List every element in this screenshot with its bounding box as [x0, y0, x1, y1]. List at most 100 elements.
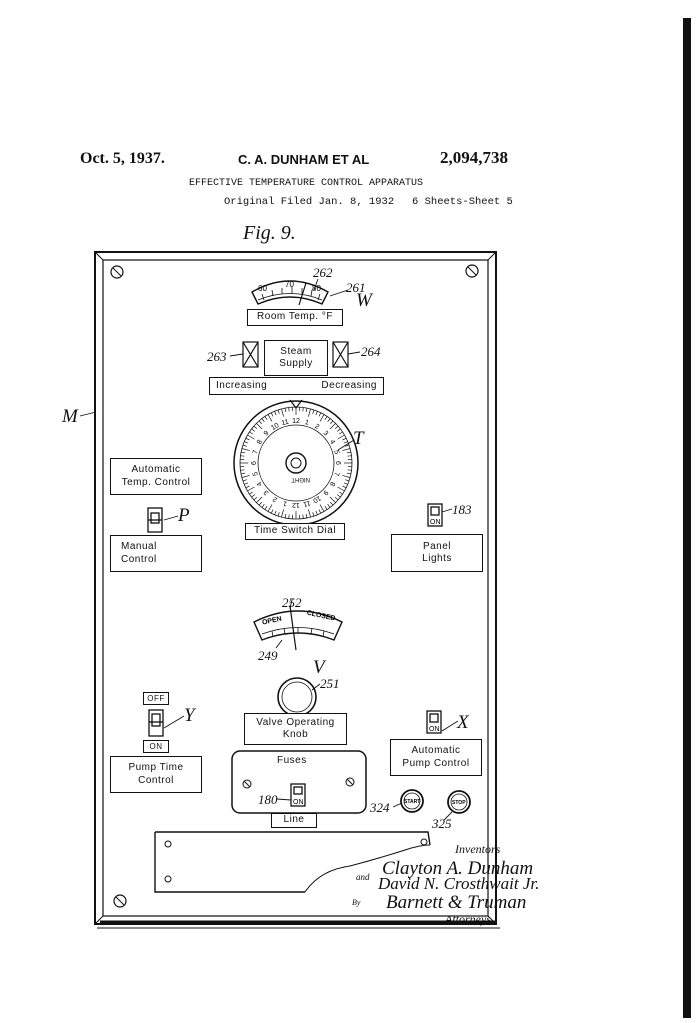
- manual-control-box: Manual Control: [110, 535, 202, 572]
- dial-tick: [343, 482, 348, 485]
- dial-tick: [334, 497, 339, 501]
- dial-tick: [258, 420, 262, 425]
- dial-hour-number: 2: [313, 423, 320, 431]
- dial-tick: [329, 496, 336, 503]
- pump-control-toggle-switch[interactable]: [426, 710, 442, 734]
- patent-filed-date: Original Filed Jan. 8, 1932: [224, 196, 395, 208]
- ref-Y: Y: [184, 705, 195, 726]
- dial-tick: [342, 485, 347, 489]
- dial-tick: [302, 407, 304, 412]
- panel-lights-toggle-switch[interactable]: [427, 503, 443, 527]
- dial-hour-number: 8: [256, 439, 264, 446]
- dial-tick: [339, 491, 343, 495]
- room-temp-gauge: [251, 280, 329, 306]
- dial-tick: [267, 504, 273, 512]
- dial-tick: [267, 414, 273, 422]
- screw-bottom-left-icon: [113, 894, 127, 908]
- dial-tick: [288, 407, 290, 412]
- dial-tick: [308, 509, 311, 518]
- figure-label: Fig. 9.: [243, 222, 296, 244]
- pump-time-toggle-switch[interactable]: [148, 709, 164, 737]
- start-button-label: START: [404, 799, 420, 805]
- dial-tick: [281, 509, 284, 518]
- dial-tick: [244, 441, 249, 444]
- dial-tick: [253, 497, 258, 501]
- inventor-and: and: [356, 872, 370, 882]
- patent-inventors: C. A. DUNHAM ET AL: [238, 152, 370, 167]
- valve-knob-label-box: Valve Operating Knob: [244, 713, 347, 745]
- inventor-1-signature: Clayton A. Dunham: [382, 858, 534, 879]
- dial-tick: [241, 475, 250, 478]
- dial-hour-number: 12: [292, 501, 300, 508]
- dial-tick: [337, 494, 341, 498]
- dial-tick: [339, 431, 343, 435]
- dial-hour-number: 3: [263, 488, 271, 496]
- valve-knob-label: Valve Operating Knob: [256, 716, 335, 741]
- automatic-temp-control-label: Automatic Temp. Control: [121, 464, 191, 488]
- dial-tick: [327, 504, 331, 508]
- dial-tick: [264, 506, 268, 510]
- dial-tick: [258, 501, 262, 506]
- pump-control-on-label: ON: [429, 726, 440, 733]
- dial-tick: [261, 504, 265, 508]
- time-switch-label-box: Time Switch Dial: [245, 523, 345, 540]
- attorney-signature: Barnett & Truman: [386, 892, 527, 913]
- valve-operating-knob[interactable]: [277, 677, 317, 717]
- pump-on-label-box: ON: [143, 740, 169, 753]
- dial-tick: [346, 451, 351, 454]
- ref-M: M: [62, 406, 78, 427]
- ref-183: 183: [452, 502, 472, 517]
- dial-tick: [270, 412, 274, 417]
- dial-hour-number: 7: [332, 471, 340, 477]
- scan-edge-bar: [683, 18, 691, 1018]
- dial-tick: [261, 418, 265, 422]
- decreasing-indicator-icon: [332, 341, 349, 368]
- ref-T: T: [353, 428, 364, 449]
- dial-tick: [345, 444, 350, 447]
- steam-supply-label: Steam Supply: [279, 345, 313, 370]
- dial-hour-number: 1: [282, 499, 288, 507]
- dial-tick: [245, 485, 250, 489]
- start-button[interactable]: [400, 789, 424, 813]
- time-switch-label: Time Switch Dial: [253, 525, 337, 537]
- dial-tick: [277, 512, 280, 517]
- dial-tick: [242, 479, 247, 482]
- stop-button[interactable]: [447, 790, 471, 814]
- ref-252: 252: [282, 595, 302, 610]
- ref-263: 263: [207, 349, 227, 364]
- dial-tick: [249, 491, 253, 495]
- dial-tick: [337, 486, 345, 492]
- dial-tick: [342, 475, 351, 478]
- dial-tick: [305, 513, 308, 518]
- temp-control-toggle-switch[interactable]: [147, 507, 163, 533]
- ref-324: 324: [370, 800, 390, 815]
- ref-262: 262: [313, 265, 333, 280]
- dial-tick: [284, 513, 287, 518]
- name-plate: [154, 831, 431, 893]
- room-temp-tick-label: 70: [285, 280, 294, 289]
- dial-hour-number: 8: [328, 480, 336, 487]
- dial-hour-number: 12: [292, 418, 300, 425]
- ref-325: 325: [432, 816, 452, 831]
- ref-249: 249: [258, 648, 278, 663]
- pump-on-label: ON: [149, 741, 163, 751]
- dial-tick: [281, 408, 284, 417]
- dial-tick: [345, 479, 350, 482]
- dial-hour-number: 1: [304, 419, 310, 427]
- dial-hour-number: 6: [334, 461, 341, 465]
- dial-tick: [242, 444, 247, 447]
- manual-control-label: Manual Control: [121, 541, 157, 565]
- patent-date: Oct. 5, 1937.: [80, 150, 165, 167]
- dial-tick: [319, 414, 325, 422]
- steam-supply-label-box: Steam Supply: [264, 340, 328, 376]
- line-label: Line: [283, 814, 305, 826]
- valve-position-gauge: [253, 605, 343, 651]
- dial-tick: [288, 514, 290, 519]
- pump-off-label-box: OFF: [143, 692, 169, 705]
- ref-261: 261: [346, 280, 366, 295]
- dial-hour-number: 4: [328, 439, 336, 446]
- dial-tick: [346, 472, 351, 475]
- dial-hour-number: 11: [281, 419, 290, 428]
- line-fuse-switch[interactable]: [290, 783, 306, 807]
